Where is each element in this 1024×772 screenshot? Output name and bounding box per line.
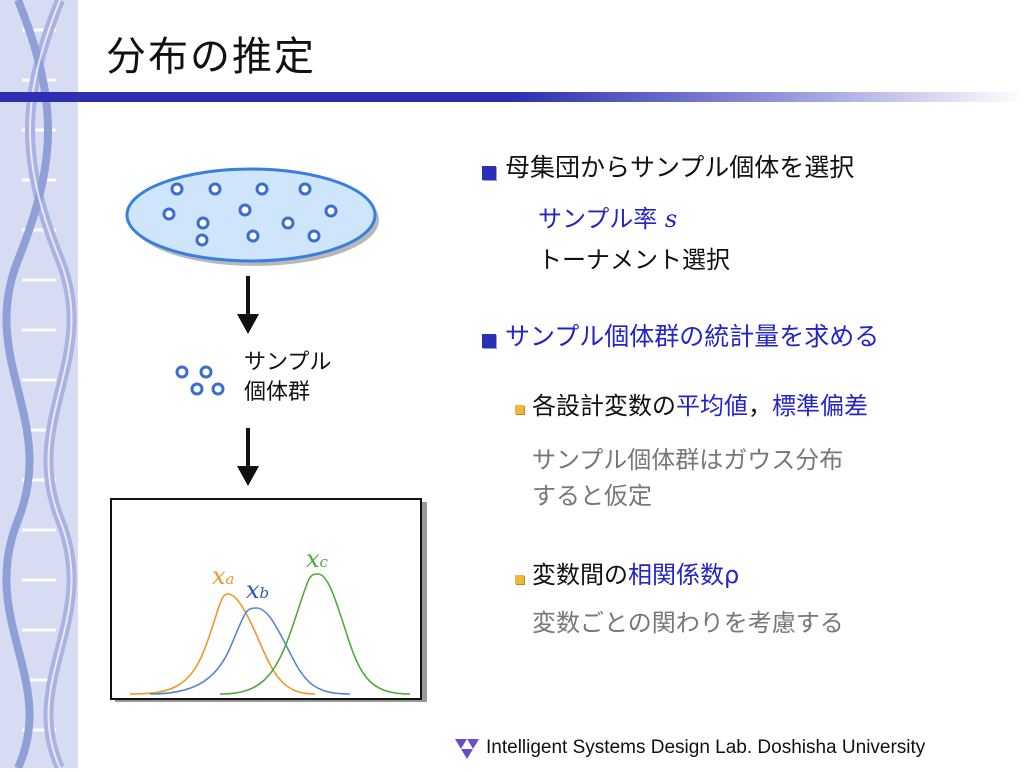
bullet-select-sample: 母集団からサンプル個体を選択 <box>505 153 855 182</box>
sub-bullet-icon <box>515 405 524 414</box>
curve-label-xa: xa <box>212 562 235 590</box>
gaussian-assumption-note-line1: サンプル個体群はガウス分布 <box>532 446 844 474</box>
sample-group-label-line1: サンプル <box>244 350 332 375</box>
sub-bullet-correlation: 変数間の相関係数ρ <box>532 561 740 589</box>
arrow-down-icon <box>237 276 259 334</box>
sample-rate-text: サンプル率 s <box>538 205 678 233</box>
gaussian-distribution-plot <box>110 498 422 700</box>
curve-label-xc: xc <box>306 545 328 573</box>
title-underline-bar <box>0 92 1024 102</box>
sub-bullet-mean-std: 各設計変数の平均値，標準偏差 <box>532 392 868 420</box>
gaussian-assumption-note-line2: すると仮定 <box>532 482 652 510</box>
arrow-down-icon <box>237 428 259 486</box>
sample-group-dots <box>175 365 225 396</box>
sample-group-label-line2: 個体群 <box>244 380 311 405</box>
page-title: 分布の推定 <box>106 34 316 80</box>
dna-decoration <box>0 0 78 771</box>
footer-lab-name: Intelligent Systems Design Lab. Doshisha… <box>486 737 926 758</box>
bullet-square-icon <box>482 166 496 180</box>
curve-xa <box>129 593 316 695</box>
lab-logo-icon <box>455 739 479 759</box>
sub-bullet-icon <box>515 575 524 584</box>
bullet-square-icon <box>482 334 496 348</box>
tournament-selection-text: トーナメント選択 <box>538 246 730 274</box>
population-ellipse <box>125 167 379 266</box>
curve-xc <box>219 573 411 695</box>
correlation-note: 変数ごとの関わりを考慮する <box>532 609 844 637</box>
bullet-compute-statistics: サンプル個体群の統計量を求める <box>505 322 880 351</box>
dna-helix-icon <box>0 0 78 771</box>
curve-label-xb: xb <box>246 576 270 604</box>
curve-xb <box>149 607 351 695</box>
